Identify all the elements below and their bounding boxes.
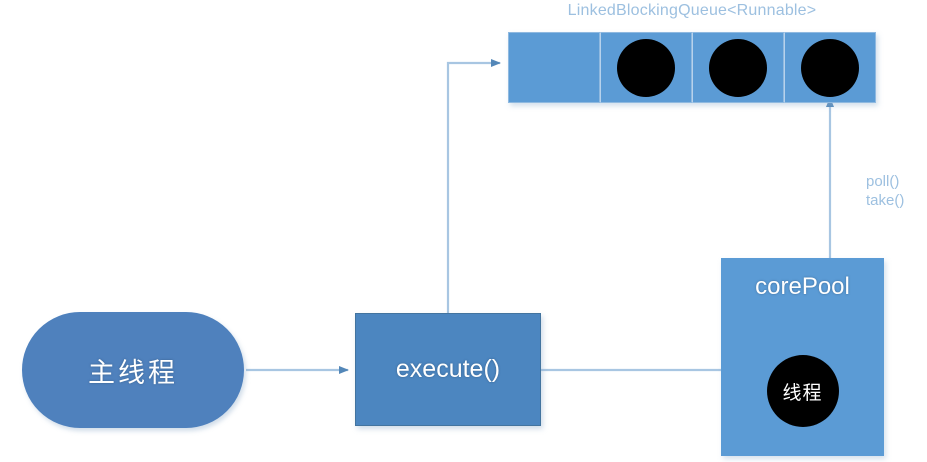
node-core-pool[interactable]: corePool 线程 (721, 258, 884, 456)
edge-execute-to-queue (446, 59, 501, 313)
node-execute[interactable]: execute() (355, 313, 541, 426)
core-pool-label: corePool (755, 273, 850, 300)
queue-slot-task-3[interactable] (784, 32, 876, 103)
core-pool-thread-circle: 线程 (766, 355, 839, 427)
edge-label-poll: poll() (866, 173, 900, 190)
queue-slot-empty[interactable] (508, 32, 600, 103)
queue-slot-task-1[interactable] (600, 32, 692, 103)
node-main-thread[interactable]: 主线程 (22, 312, 244, 428)
queue-slot-task-2[interactable] (692, 32, 784, 103)
linked-blocking-queue (508, 32, 876, 103)
edge-label-take: take() (866, 192, 905, 209)
task-dot-icon (801, 38, 859, 97)
queue-title: LinkedBlockingQueue<Runnable> (567, 2, 817, 19)
task-dot-icon (709, 38, 767, 97)
task-dot-icon (617, 38, 675, 97)
edge-label-poll-take: poll() take() (866, 172, 904, 210)
